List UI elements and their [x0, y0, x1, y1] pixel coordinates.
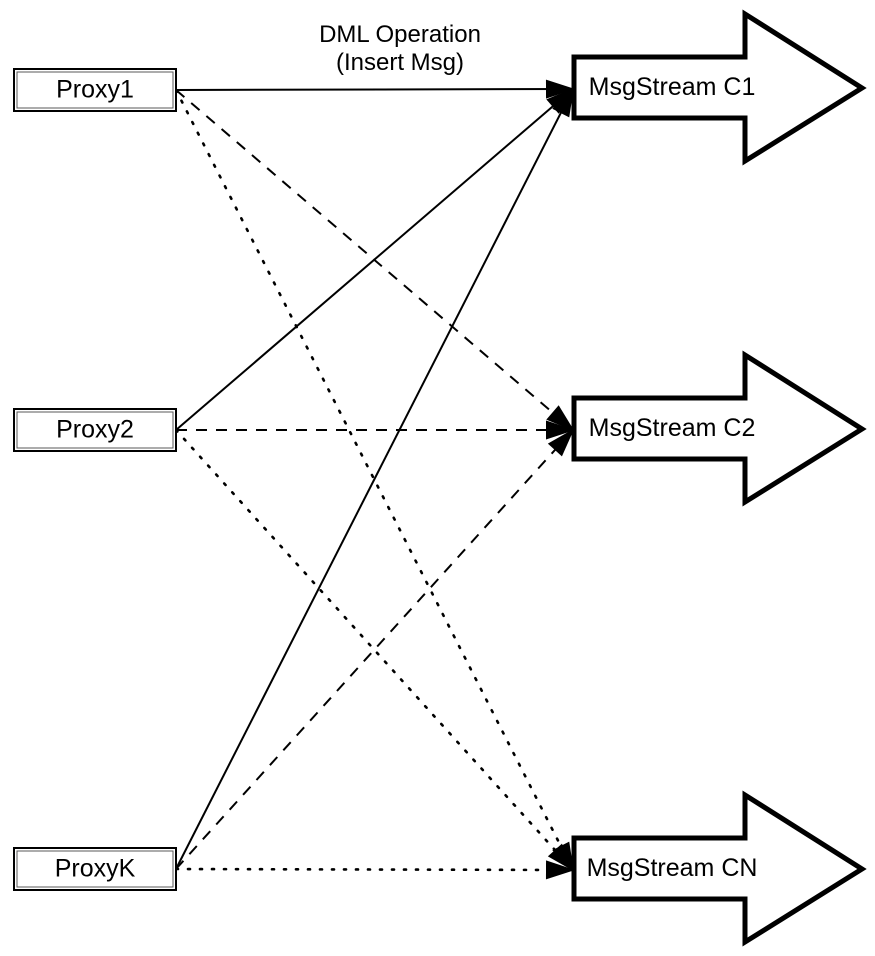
proxy-box-inner-border [16, 850, 174, 888]
annotation-line-1: DML Operation [319, 21, 481, 48]
arrowhead-group-stream-c2 [546, 405, 575, 457]
proxy-box[interactable] [13, 408, 177, 452]
annotation-dml-operation: DML Operation(Insert Msg) [319, 21, 481, 76]
arrow-head-icon [547, 428, 575, 457]
proxyk[interactable]: ProxyK [13, 847, 177, 891]
proxy-label: ProxyK [55, 855, 136, 883]
proxy-box[interactable] [13, 847, 177, 891]
stream-label: MsgStream CN [587, 854, 758, 882]
stream-label: MsgStream C2 [589, 414, 756, 442]
stream-layer: MsgStream C1 MsgStream C2 MsgStream CN [571, 9, 867, 947]
stream-block-arrow[interactable] [571, 9, 867, 166]
arrow-head-icon [545, 79, 575, 99]
proxy-box-inner-border [16, 411, 174, 449]
stream-block-arrow[interactable] [571, 350, 867, 507]
proxy-label: Proxy1 [56, 76, 134, 104]
arrow-head-icon [546, 420, 575, 440]
edge-proxyk-to-stream-cn [174, 867, 575, 872]
arrow-head-icon [552, 87, 574, 118]
arrow-head-icon [545, 860, 575, 880]
edge-proxy1-to-stream-c2 [175, 89, 574, 431]
stream-label: MsgStream C1 [589, 73, 756, 101]
edge-proxy1-to-stream-c1 [175, 88, 574, 91]
edge-line [174, 428, 575, 872]
stream-cn[interactable]: MsgStream CN [571, 790, 867, 947]
edge-proxy1-to-stream-cn [174, 88, 575, 872]
edge-line [175, 88, 574, 91]
edge-layer [174, 88, 575, 872]
proxy-box-inner-border [16, 71, 174, 109]
stream-c2[interactable]: MsgStream C2 [571, 350, 867, 507]
proxy-label: Proxy2 [56, 416, 134, 444]
annotation-line-2: (Insert Msg) [336, 49, 464, 76]
proxy-box[interactable] [13, 68, 177, 112]
edge-line [175, 89, 574, 431]
proxy2[interactable]: Proxy2 [13, 408, 177, 452]
arrowhead-group-stream-c1 [545, 79, 575, 118]
arrow-head-icon [547, 843, 575, 872]
edge-line [175, 88, 574, 870]
stream-c1[interactable]: MsgStream C1 [571, 9, 867, 166]
edge-proxy2-to-stream-cn [174, 428, 575, 872]
proxy1[interactable]: Proxy1 [13, 68, 177, 112]
arrowhead-layer [545, 79, 575, 880]
edge-proxyk-to-stream-c1 [175, 88, 574, 870]
stream-block-arrow[interactable] [571, 790, 867, 947]
edge-line [174, 88, 575, 872]
arrow-head-icon [546, 405, 575, 432]
annotation-layer: DML Operation(Insert Msg) [319, 21, 481, 76]
arrowhead-group-stream-cn [545, 841, 575, 880]
edge-line [174, 867, 575, 872]
